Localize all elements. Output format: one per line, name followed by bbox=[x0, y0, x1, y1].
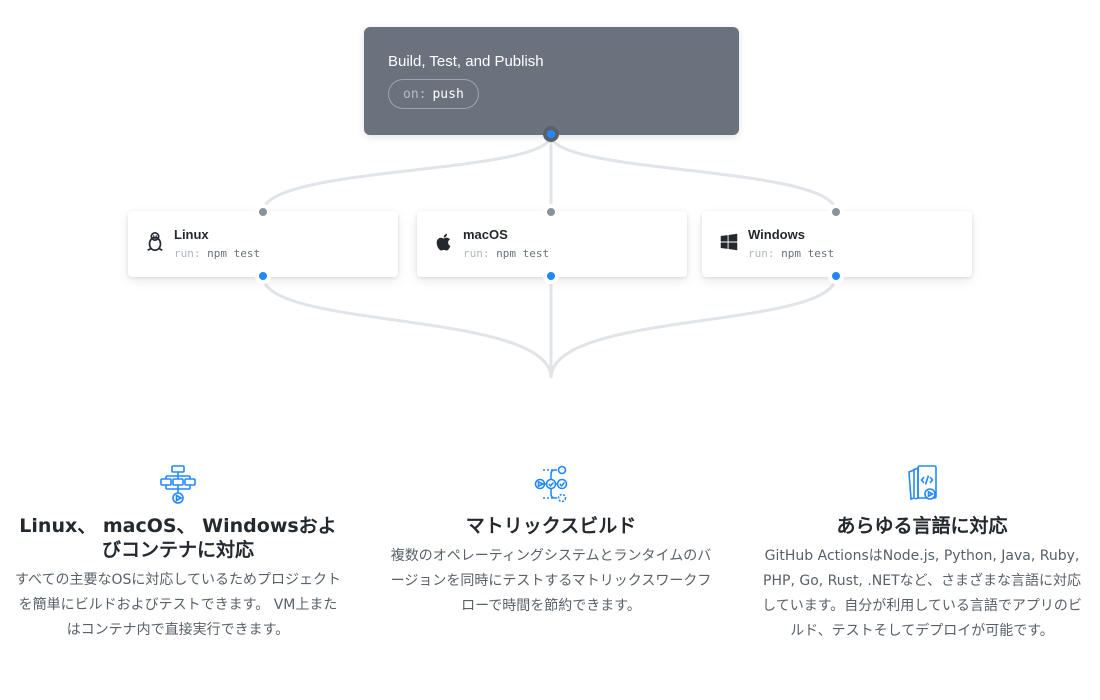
trigger-value: push bbox=[432, 86, 464, 102]
macos-input-node bbox=[547, 208, 555, 216]
run-value: npm test bbox=[496, 247, 550, 260]
linux-penguin-icon bbox=[147, 232, 163, 252]
trigger-key: on: bbox=[403, 86, 427, 102]
job-name: Windows bbox=[748, 227, 805, 242]
apple-icon bbox=[436, 233, 451, 251]
job-run-command: run: npm test bbox=[748, 247, 834, 260]
feature-description: 複数のオペレーティングシステムとランタイムのバージョンを同時にテストするマトリッ… bbox=[390, 548, 712, 614]
feature-title: あらゆる言語に対応 bbox=[836, 515, 1008, 537]
windows-output-node bbox=[832, 272, 840, 280]
linux-output-node bbox=[259, 272, 267, 280]
run-key: run: bbox=[174, 247, 201, 260]
feature-description: すべての主要なOSに対応しているためプロジェクトを簡単にビルドおよびテストできま… bbox=[15, 572, 341, 638]
run-value: npm test bbox=[207, 247, 261, 260]
macos-output-node bbox=[547, 272, 555, 280]
run-value: npm test bbox=[781, 247, 835, 260]
run-key: run: bbox=[463, 247, 490, 260]
windows-icon bbox=[720, 233, 738, 251]
feature-any-language: あらゆる言語に対応 GitHub ActionsはNode.js, Python… bbox=[757, 462, 1087, 644]
job-run-command: run: npm test bbox=[174, 247, 260, 260]
job-card-linux[interactable]: Linux run: npm test bbox=[128, 211, 398, 277]
job-card-macos[interactable]: macOS run: npm test bbox=[417, 211, 687, 277]
feature-cross-platform: Linux、 macOS、 Windowsおよびコンテナに対応 すべての主要なO… bbox=[13, 462, 343, 643]
feature-matrix-build: マトリックスビルド 複数のオペレーティングシステムとランタイムのバージョンを同時… bbox=[386, 462, 716, 619]
job-name: Linux bbox=[174, 227, 209, 242]
workflow-trigger-card[interactable]: Build, Test, and Publish on: push bbox=[364, 27, 739, 135]
job-name: macOS bbox=[463, 227, 508, 242]
job-card-windows[interactable]: Windows run: npm test bbox=[702, 211, 972, 277]
matrix-build-icon bbox=[534, 465, 568, 503]
feature-description: GitHub ActionsはNode.js, Python, Java, Ru… bbox=[762, 548, 1082, 639]
workflow-title: Build, Test, and Publish bbox=[388, 53, 544, 70]
windows-input-node bbox=[832, 208, 840, 216]
feature-title: マトリックスビルド bbox=[465, 515, 637, 537]
trigger-output-node bbox=[547, 130, 555, 138]
linux-input-node bbox=[259, 208, 267, 216]
job-run-command: run: npm test bbox=[463, 247, 549, 260]
feature-title: Linux、 macOS、 Windowsおよびコンテナに対応 bbox=[19, 515, 337, 561]
workflow-diagram-icon bbox=[160, 465, 196, 504]
code-files-icon bbox=[908, 465, 937, 501]
trigger-event-chip: on: push bbox=[388, 79, 479, 109]
run-key: run: bbox=[748, 247, 775, 260]
